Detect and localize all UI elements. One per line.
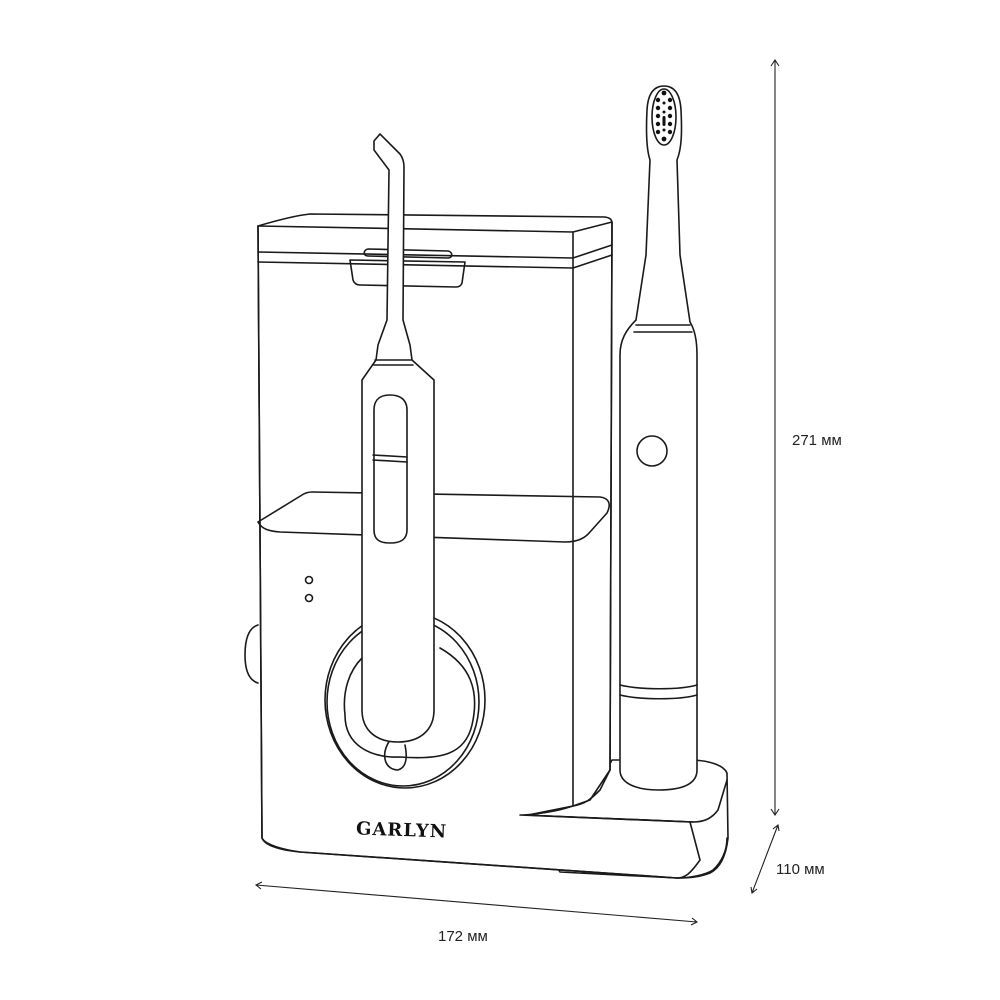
height-label: 271 мм — [792, 432, 842, 449]
electric-toothbrush — [619, 85, 698, 791]
brand-logo: GARLYN — [355, 818, 448, 843]
depth-dimension-line — [750, 823, 780, 895]
depth-label: 110 мм — [776, 861, 825, 878]
height-dimension-line — [770, 59, 780, 816]
brush-bristles — [655, 90, 673, 142]
power-button — [636, 435, 668, 467]
water-flosser-handle — [361, 133, 435, 743]
width-dimension-line — [254, 881, 699, 926]
width-label: 172 мм — [438, 928, 488, 945]
